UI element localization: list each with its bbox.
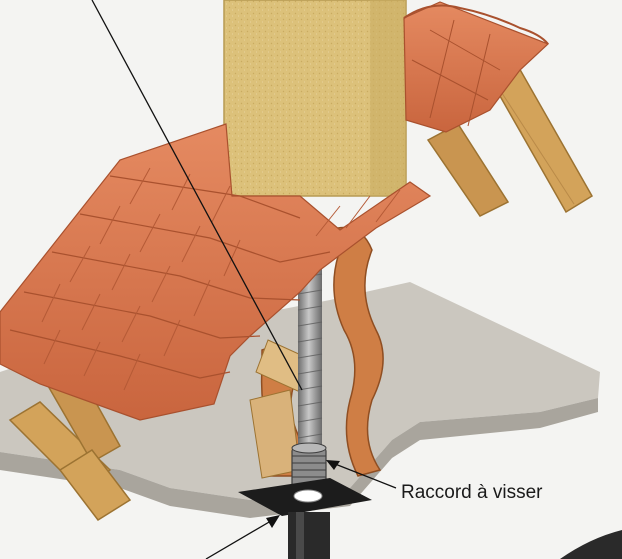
leader-line-connector bbox=[329, 461, 397, 489]
leader-lines bbox=[91, 0, 397, 559]
stovepipe-edge bbox=[560, 530, 622, 559]
connector-label: Raccord à visser bbox=[401, 482, 543, 503]
roof-tiles-front bbox=[0, 123, 432, 421]
connector-arrowhead bbox=[326, 460, 340, 470]
roof-tiles-upper bbox=[403, 1, 550, 133]
roof-trusses bbox=[249, 226, 384, 479]
support-plate bbox=[238, 478, 372, 559]
threaded-connector bbox=[291, 442, 327, 489]
leader-line-plate bbox=[205, 517, 277, 559]
leader-line-top bbox=[91, 0, 303, 391]
plate-arrowhead bbox=[266, 515, 280, 528]
chimney-stack bbox=[223, 0, 407, 197]
